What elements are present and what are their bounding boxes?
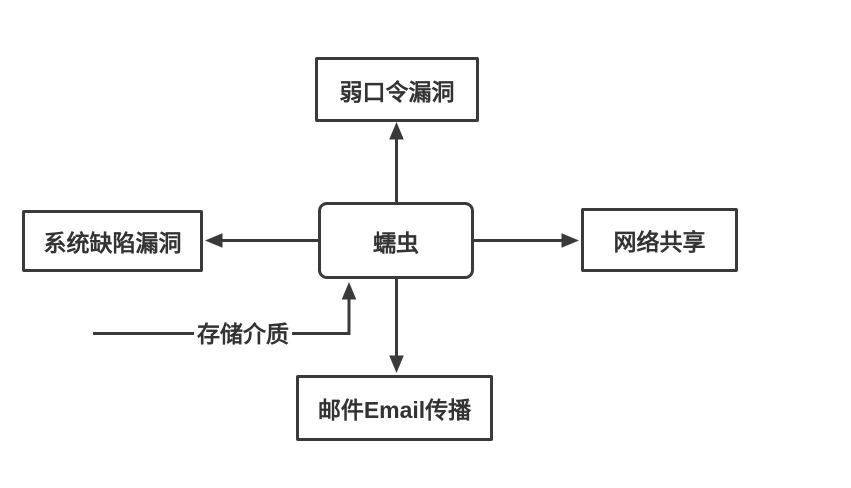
node-system-defect-vulnerability: 系统缺陷漏洞 [22,210,203,272]
node-worm-label: 蠕虫 [373,229,419,256]
arrow-worm-to-network-share [473,233,579,248]
arrow-worm-to-email [389,278,404,373]
node-email-spread: 邮件Email传播 [296,375,493,441]
node-weak-password-label: 弱口令漏洞 [339,78,455,105]
storage-media-label: 存储介质 [194,320,292,348]
node-system-defect-label: 系统缺陷漏洞 [43,230,182,256]
node-network-share-label: 网络共享 [613,229,706,255]
arrow-worm-to-weak-password [389,122,404,202]
arrow-storage-media-to-worm [93,282,357,335]
node-worm: 蠕虫 [318,202,474,279]
node-weak-password-vulnerability: 弱口令漏洞 [315,57,479,122]
node-email-spread-label: 邮件Email传播 [317,397,472,423]
node-network-share: 网络共享 [581,208,738,272]
arrow-worm-to-system-defect [205,233,318,248]
